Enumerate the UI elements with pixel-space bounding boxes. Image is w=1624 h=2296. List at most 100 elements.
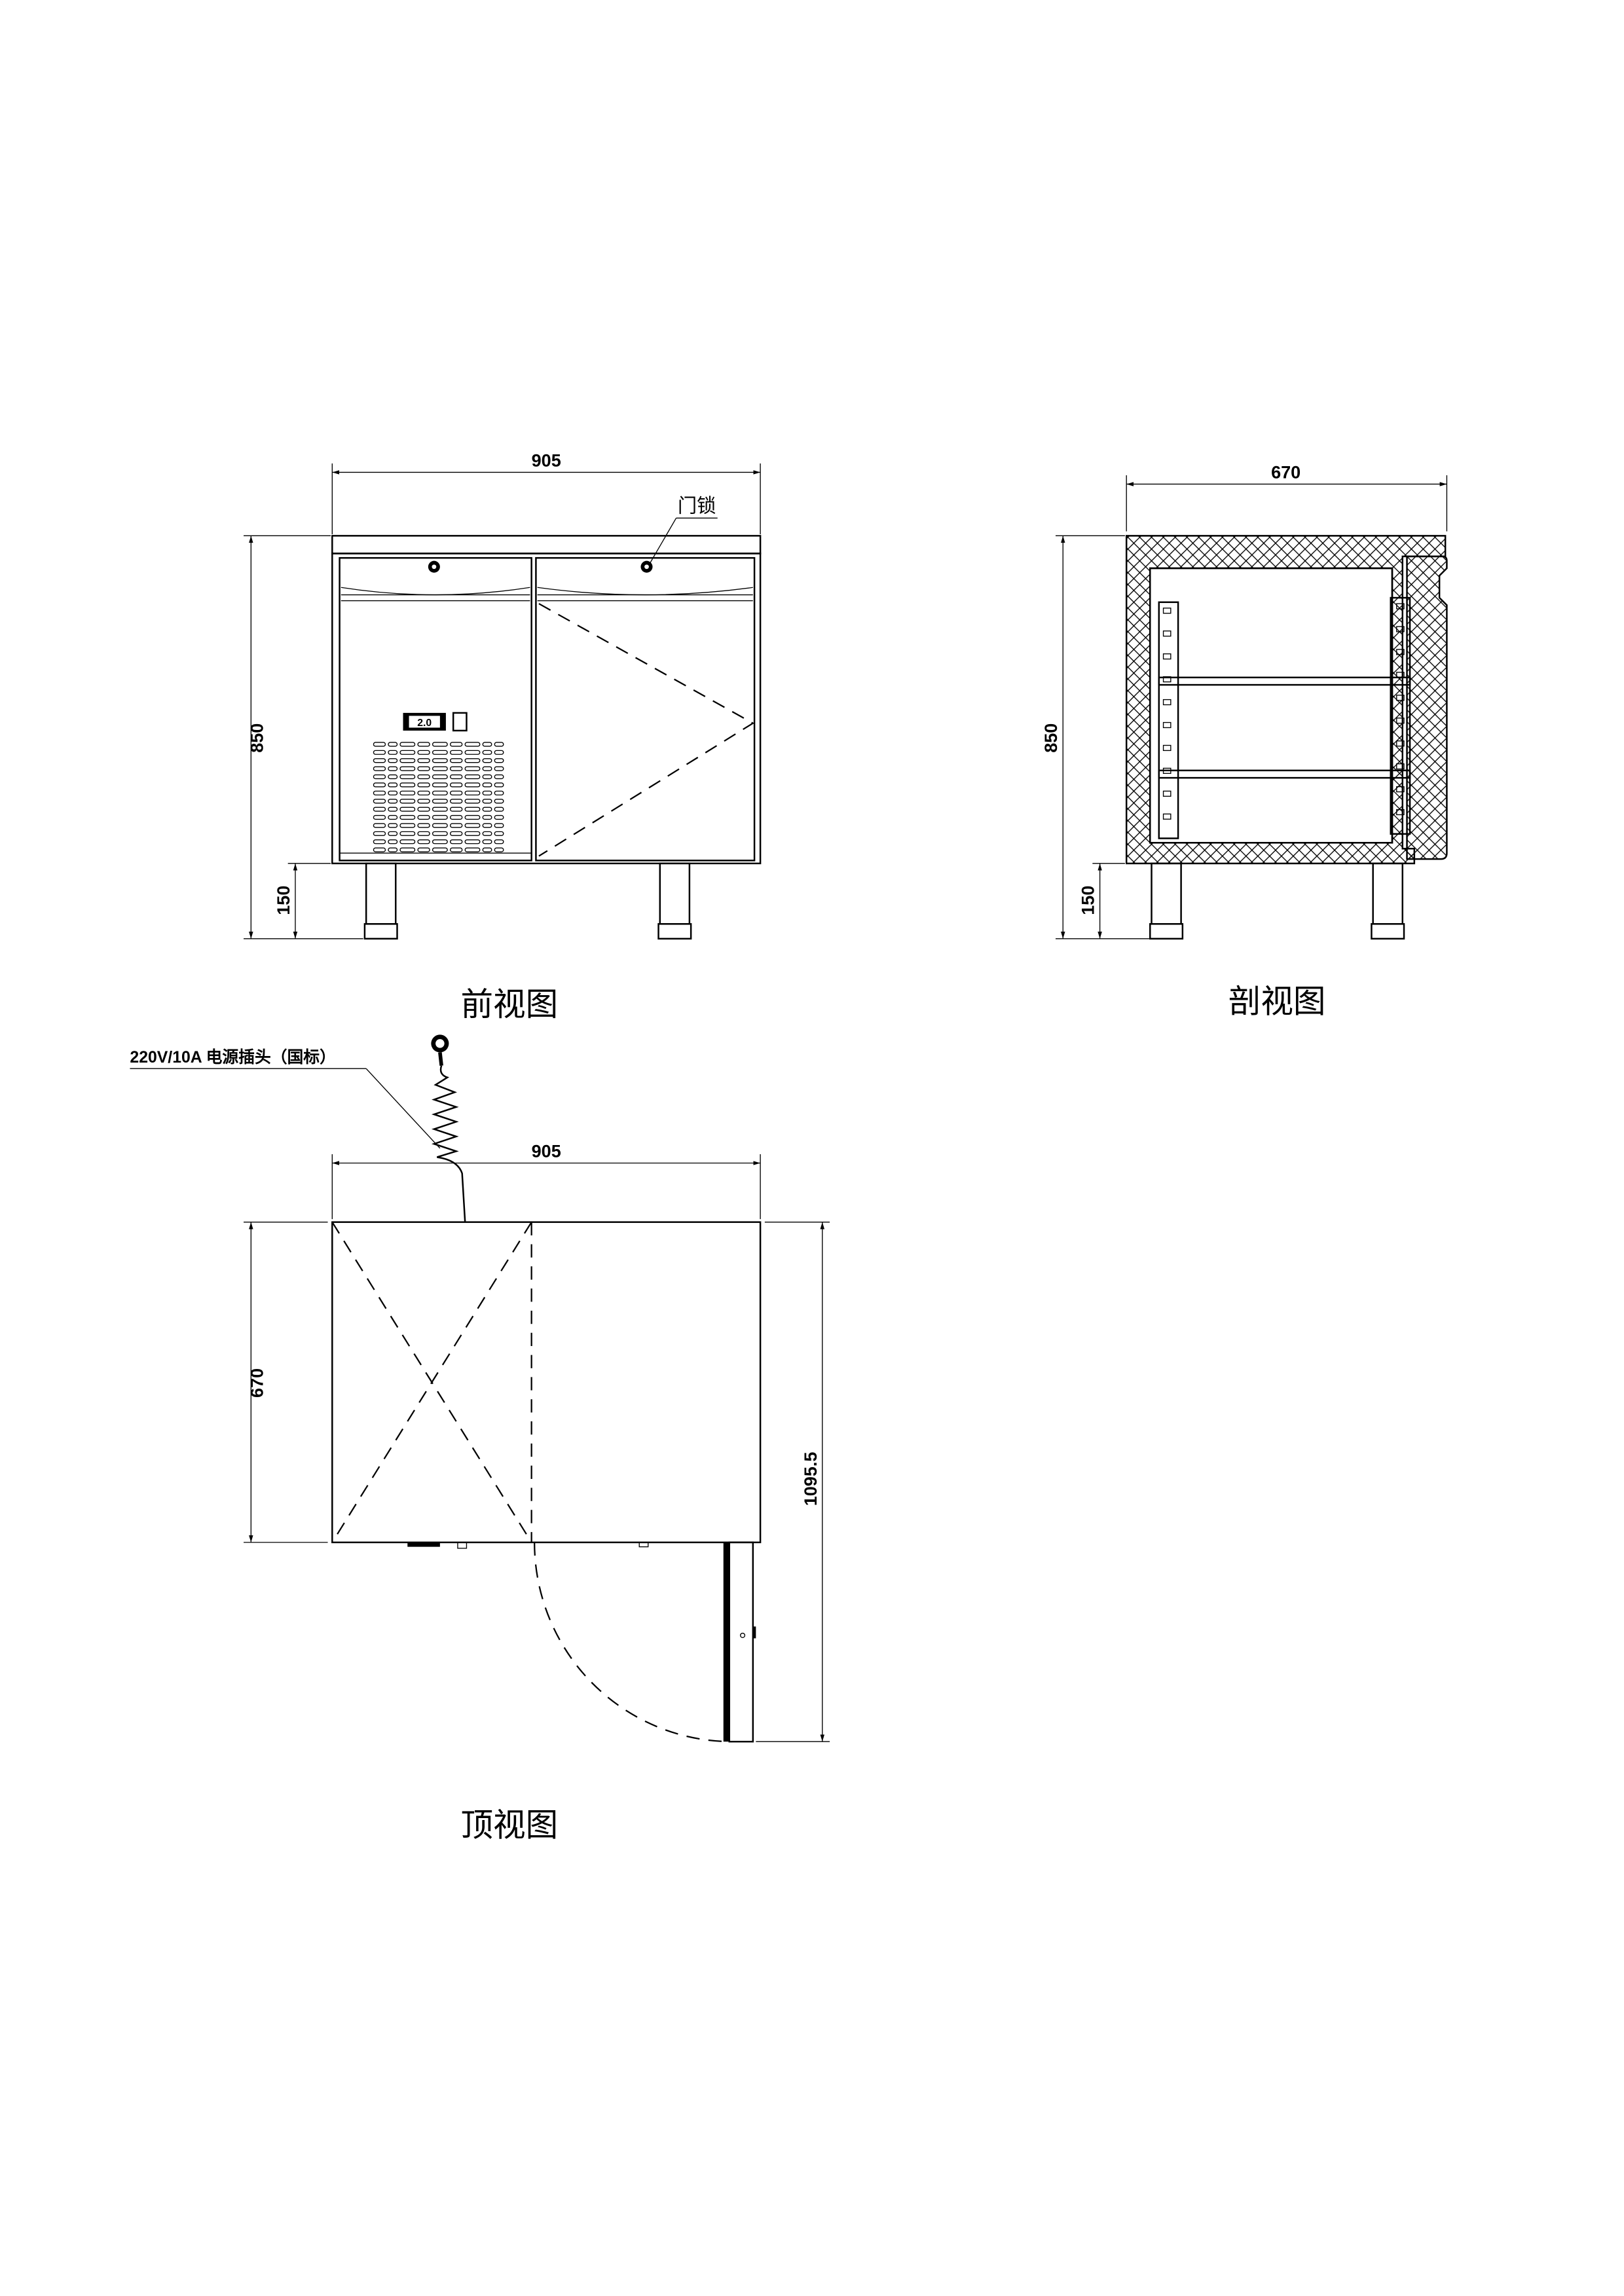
grille-slot: [417, 742, 430, 747]
grille-slot: [449, 766, 463, 771]
grille-slot: [399, 790, 416, 795]
grille-slot: [388, 790, 398, 795]
section-depth-dimension: 670: [1126, 462, 1448, 532]
grille-slot: [482, 782, 492, 788]
grille-slot: [494, 823, 504, 828]
grille-slot: [399, 831, 416, 836]
grille-slot: [388, 823, 398, 828]
rack-slot: [1396, 763, 1405, 770]
grille-slot: [388, 839, 398, 845]
grille-slot: [432, 847, 448, 852]
grille-slot: [464, 758, 481, 763]
power-plug-icon: [431, 1034, 449, 1066]
grille-slot: [482, 742, 492, 747]
grille-slot: [388, 742, 398, 747]
right-door[interactable]: [535, 556, 756, 862]
grille-slot: [494, 831, 504, 836]
grille-slot: [432, 790, 448, 795]
grille-slot: [464, 839, 481, 845]
grille-slot: [432, 814, 448, 820]
grille-slot: [373, 766, 386, 771]
grille-slot: [449, 750, 463, 755]
section-depth-label: 670: [1271, 462, 1301, 482]
front-width-dimension: 905: [331, 450, 761, 535]
section-view: 670 850 150 剖视图: [1041, 462, 1448, 1021]
top-view: 220V/10A 电源插头（国标） 905 670 1095.5: [130, 1034, 830, 1844]
ventilation-grille: [373, 742, 504, 852]
grille-slot: [388, 766, 398, 771]
rack-slot: [1396, 718, 1405, 724]
grille-slot: [482, 790, 492, 795]
door-lock-left[interactable]: [428, 560, 440, 573]
grille-slot: [494, 766, 504, 771]
grille-slot: [464, 831, 481, 836]
grille-slot: [388, 847, 398, 852]
grille-slot: [494, 790, 504, 795]
grille-slot: [464, 807, 481, 812]
left-door-panel: [339, 556, 532, 862]
grille-slot: [449, 807, 463, 812]
front-width-label: 905: [532, 450, 561, 470]
grille-slot: [417, 814, 430, 820]
grille-slot: [417, 782, 430, 788]
grille-slot: [373, 799, 386, 804]
grille-slot: [449, 814, 463, 820]
grille-slot: [482, 799, 492, 804]
grille-slot: [494, 847, 504, 852]
grille-slot: [432, 742, 448, 747]
grille-slot: [399, 799, 416, 804]
grille-slot: [373, 790, 386, 795]
grille-slot: [432, 782, 448, 788]
grille-slot: [482, 766, 492, 771]
worktop: [331, 535, 762, 555]
rack-slot: [1396, 695, 1405, 701]
rack-slot: [1396, 603, 1405, 610]
grille-slot: [432, 799, 448, 804]
rack-slot: [1396, 740, 1405, 747]
grille-slot: [388, 774, 398, 780]
section-door[interactable]: [1406, 555, 1448, 860]
door-swing-indicator: [538, 603, 755, 857]
top-width-label: 905: [532, 1141, 561, 1161]
grille-slot: [432, 807, 448, 812]
open-door[interactable]: [723, 1541, 756, 1743]
grille-slot: [373, 823, 386, 828]
grille-slot: [464, 742, 481, 747]
section-view-title: 剖视图: [1228, 983, 1326, 1021]
grille-slot: [373, 758, 386, 763]
power-switch: [452, 712, 468, 732]
rack-slot: [1396, 786, 1405, 793]
thermostat-display: 2.0: [417, 718, 432, 729]
rack-slot: [1162, 608, 1172, 614]
machine-compartment-cross-b: [331, 1222, 532, 1543]
cabinet-body: [331, 553, 762, 865]
grille-slot: [399, 807, 416, 812]
section-leg-height-label: 150: [1079, 886, 1098, 915]
grille-slot: [388, 782, 398, 788]
grille-slot: [432, 831, 448, 836]
front-leg-height-label: 150: [274, 886, 293, 915]
grille-slot: [373, 782, 386, 788]
grille-slot: [399, 814, 416, 820]
grille-slot: [417, 847, 430, 852]
plug-callout: 220V/10A 电源插头（国标）: [130, 1048, 441, 1149]
grille-slot: [464, 847, 481, 852]
grille-slot: [417, 823, 430, 828]
thermostat-controller[interactable]: 2.0: [403, 712, 468, 732]
top-depth-label: 670: [247, 1368, 267, 1398]
grille-slot: [417, 758, 430, 763]
grille-slot: [417, 799, 430, 804]
grille-slot: [464, 814, 481, 820]
shelf-lower: [1158, 769, 1411, 779]
grille-slot: [417, 831, 430, 836]
rack-slot: [1162, 653, 1172, 660]
grille-slot: [399, 782, 416, 788]
grille-slot: [373, 774, 386, 780]
grille-slot: [494, 839, 504, 845]
grille-slot: [373, 807, 386, 812]
rack-slot: [1162, 721, 1172, 729]
grille-slot: [388, 814, 398, 820]
inner-cavity: [1149, 567, 1393, 844]
lock-label: 门锁: [678, 495, 716, 517]
rack-slot: [1396, 649, 1405, 655]
